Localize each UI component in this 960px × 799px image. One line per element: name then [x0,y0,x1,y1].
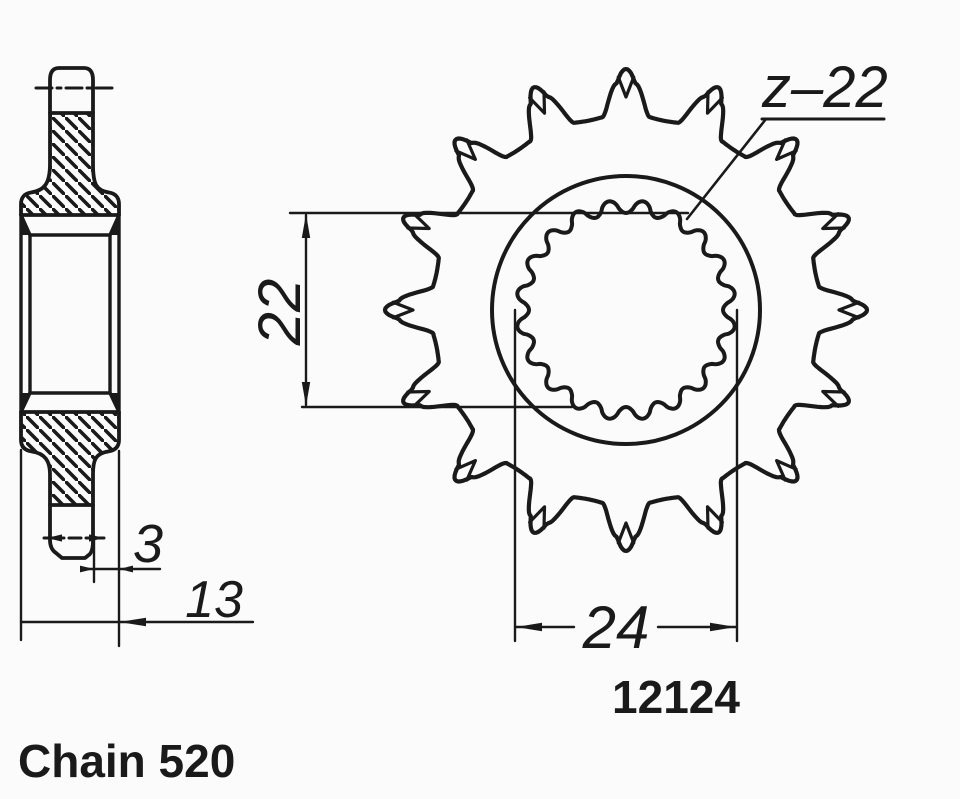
front-view [382,66,870,554]
arrowhead [47,534,62,542]
dimensions [19,117,886,648]
tooth-tip-chamfer [391,300,415,320]
sprocket-outline [382,66,870,554]
tooth-tip-chamfer [528,505,547,530]
side-top-tooth [48,66,95,115]
tooth-tip-chamfer [821,212,846,231]
tooth-tip-chamfer [821,389,846,408]
tooth-tip-chamfer [528,90,547,115]
chamfer-wedge [21,393,30,412]
tooth-tip-chamfer [837,300,861,320]
chain-type-label: Chain 520 [18,735,235,787]
arrowhead [80,565,94,573]
leader-line [685,117,768,221]
dim-spline-outer-diameter: 24 [582,594,650,661]
arrowhead [119,565,133,573]
arrowhead [301,382,311,406]
tooth-tip-chamfer [705,505,724,530]
tooth-tip-chamfer [775,459,798,482]
spline-bore-profile [515,199,737,421]
arrowhead [516,622,542,632]
label-spline-teeth-count: z–22 [761,55,888,120]
tooth-tip-chamfer [616,75,636,99]
dim-hub-width: 13 [185,571,243,629]
arrowhead [119,617,146,627]
bore-circle [490,174,762,446]
arrowhead [301,214,311,238]
chamfer-wedge [21,215,30,235]
side-view [19,66,121,560]
chamfer-wedge [110,215,119,235]
side-bottom-tooth [48,503,95,560]
tooth-tip-chamfer [406,389,431,408]
tooth-tip-chamfer [616,521,636,545]
arrowhead [89,534,104,542]
dim-tooth-offset: 3 [133,514,163,574]
arrowhead [710,622,736,632]
side-web-section-bottom [19,410,121,507]
tooth-tip-chamfer [454,459,477,482]
chamfer-wedge [110,393,119,412]
part-number: 12124 [612,671,740,723]
tooth-tip-chamfer [454,138,477,161]
tooth-tip-chamfer [406,212,431,231]
tooth-tip-chamfer [705,90,724,115]
dim-bore-diameter: 22 [246,279,313,347]
tooth-tip-chamfer [775,138,798,161]
